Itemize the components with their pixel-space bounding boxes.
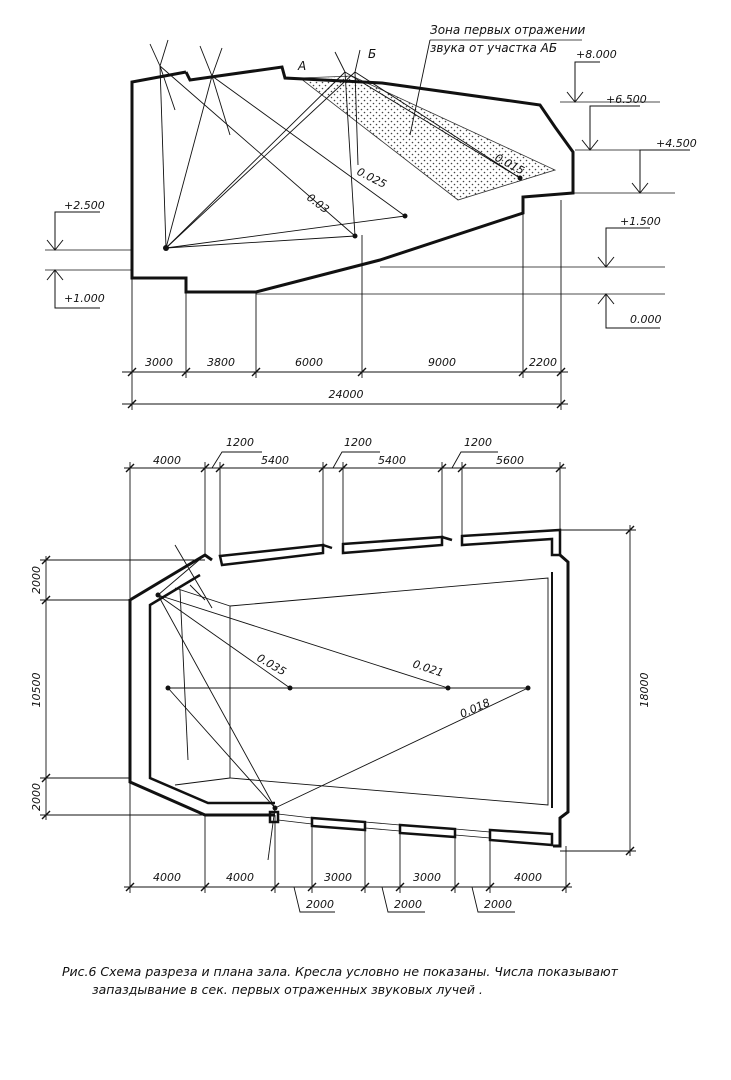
- dimension-label: 2200: [529, 356, 557, 369]
- level-label: +1.500: [620, 215, 661, 228]
- dimension-label: 3000: [324, 871, 352, 884]
- plan-left-dimensions: [40, 555, 205, 820]
- dimension-label: 2000: [30, 783, 43, 811]
- dimension-label: 4000: [226, 871, 254, 884]
- level-label: +2.500: [64, 199, 105, 212]
- dimension-label: 5400: [261, 454, 289, 467]
- plan-ray-points: [155, 592, 531, 811]
- dimension-label: 1200: [344, 436, 372, 449]
- hall-section: [45, 39, 690, 410]
- ray-points: [163, 175, 523, 251]
- plan-top-wall: [218, 528, 562, 567]
- dimension-label: 9000: [428, 356, 456, 369]
- level-label: +8.000: [576, 48, 617, 61]
- section-labels: Зона первых отражении звука от участка А…: [64, 23, 697, 401]
- dimension-total: 24000: [329, 388, 364, 401]
- plan-seating-zone: [229, 577, 549, 806]
- level-label: +6.500: [606, 93, 647, 106]
- sound-rays: [149, 39, 521, 249]
- level-markers: [46, 61, 690, 329]
- delay-label: 0.035: [255, 651, 289, 678]
- section-outline: [130, 65, 575, 294]
- caption-line-1: Рис.6 Схема разреза и плана зала. Кресла…: [62, 964, 618, 979]
- delay-label: 0.025: [355, 165, 389, 191]
- plan-top-dimensions: [124, 451, 566, 598]
- zone-label-line1: Зона первых отражении: [430, 23, 585, 37]
- dimension-label: 5600: [496, 454, 524, 467]
- hall-plan: [40, 451, 636, 913]
- figure-caption: Рис.6 Схема разреза и плана зала. Кресла…: [62, 963, 662, 999]
- dimension-label: 2000: [30, 566, 43, 594]
- dimension-label: 4000: [514, 871, 542, 884]
- level-label: +1.000: [64, 292, 105, 305]
- zone-label-line2: звука от участка АБ: [430, 41, 557, 55]
- plan-inner-wall: [148, 573, 275, 805]
- dimension-label: 4000: [153, 871, 181, 884]
- plan-windows: [277, 813, 491, 839]
- plan-outer-wall: [128, 553, 275, 817]
- plan-bottom-dimensions: [124, 782, 572, 913]
- level-label: +4.500: [656, 137, 697, 150]
- point-a-label: А: [297, 59, 306, 73]
- level-lines: [45, 101, 675, 295]
- dimension-label: 6000: [295, 356, 323, 369]
- dimension-label: 1200: [226, 436, 254, 449]
- level-label: 0.000: [630, 313, 662, 326]
- dimension-label: 4000: [153, 454, 181, 467]
- reflection-zone: [298, 75, 557, 201]
- dimension-label: 3000: [145, 356, 173, 369]
- dimension-label: 3800: [207, 356, 235, 369]
- plan-right-wall: [553, 553, 570, 848]
- dimension-label: 1200: [464, 436, 492, 449]
- dimension-label: 2000: [394, 898, 422, 911]
- plan-rays: [157, 544, 529, 861]
- delay-label: 0.018: [458, 696, 492, 721]
- dimension-label: 3000: [413, 871, 441, 884]
- plan-right-dimension: [560, 525, 636, 856]
- dimension-label: 2000: [484, 898, 512, 911]
- plan-labels: 4000 1200 5400 1200 5400 1200 5600 2000 …: [30, 436, 651, 911]
- dimension-label: 10500: [30, 673, 43, 708]
- section-dimensions: [122, 200, 568, 410]
- dimension-label: 18000: [638, 673, 651, 708]
- point-b-label: Б: [368, 47, 376, 61]
- dimension-label: 2000: [306, 898, 334, 911]
- delay-label: 0.021: [411, 657, 445, 679]
- caption-line-2: запаздывание в сек. первых отраженных зв…: [92, 982, 483, 997]
- dimension-label: 5400: [378, 454, 406, 467]
